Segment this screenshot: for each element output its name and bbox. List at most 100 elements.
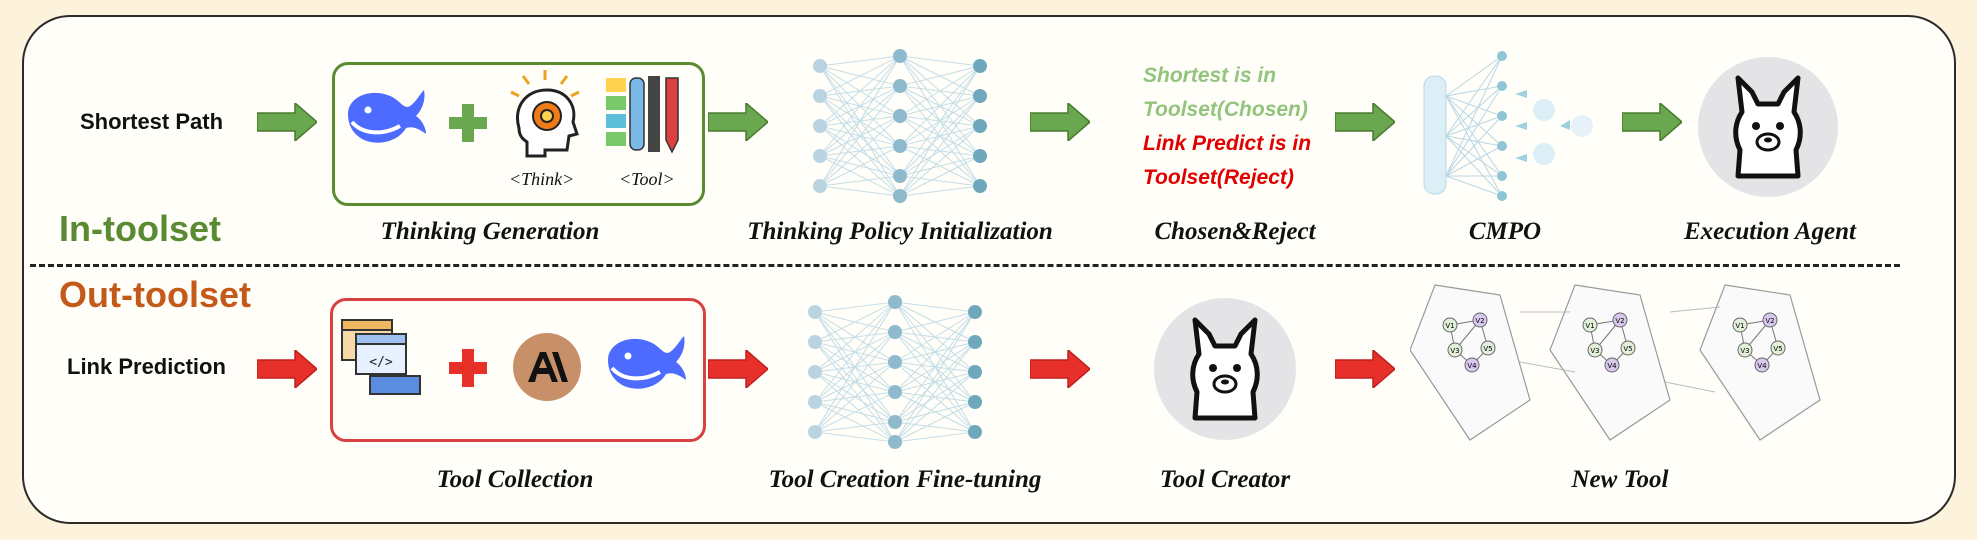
network-node bbox=[888, 325, 902, 339]
llama-icon bbox=[1733, 75, 1803, 179]
graph-node bbox=[1620, 340, 1636, 356]
graph-node-label: V4 bbox=[1607, 362, 1617, 370]
graph-node bbox=[1770, 340, 1786, 356]
graph-node-label: V1 bbox=[1735, 322, 1744, 330]
graph-node bbox=[1604, 357, 1620, 373]
network-node bbox=[973, 149, 987, 163]
plus-icon bbox=[449, 104, 487, 142]
execution-agent-label: Execution Agent bbox=[1683, 218, 1856, 245]
new-tool-label: New Tool bbox=[1571, 466, 1669, 493]
network-node bbox=[893, 189, 907, 203]
network-node bbox=[813, 149, 827, 163]
graph-node-label: V3 bbox=[1590, 347, 1599, 355]
graph-node-label: V4 bbox=[1757, 362, 1767, 370]
graph-node-label: V5 bbox=[1773, 345, 1782, 353]
network-node bbox=[893, 49, 907, 63]
graph-node-label: V5 bbox=[1623, 345, 1632, 353]
arrow-green-2 bbox=[708, 103, 768, 141]
network-node bbox=[968, 425, 982, 439]
deepseek-whale-icon bbox=[348, 90, 426, 143]
network-node bbox=[813, 59, 827, 73]
graph-node bbox=[1612, 312, 1628, 328]
arrow-green-5 bbox=[1622, 103, 1682, 141]
plus-red-icon bbox=[449, 349, 487, 387]
network-node bbox=[888, 415, 902, 429]
graph-node bbox=[1464, 357, 1480, 373]
input-shortest-path: Shortest Path bbox=[80, 109, 224, 134]
network-node bbox=[893, 169, 907, 183]
network-node bbox=[968, 365, 982, 379]
reject-text-1: Link Predict is in bbox=[1143, 132, 1312, 155]
network-node bbox=[808, 305, 822, 319]
network-node bbox=[973, 89, 987, 103]
arrow-red-1 bbox=[257, 350, 317, 388]
fine-tuning-label: Tool Creation Fine-tuning bbox=[768, 466, 1042, 493]
arrow-green-1 bbox=[257, 103, 317, 141]
network-node bbox=[893, 109, 907, 123]
chosen-text-2: Toolset(Chosen) bbox=[1143, 98, 1308, 121]
llama-icon-bottom bbox=[1190, 317, 1260, 421]
graph-node-label: V4 bbox=[1467, 362, 1477, 370]
network-node bbox=[968, 395, 982, 409]
network-node bbox=[893, 139, 907, 153]
graph-node-label: V2 bbox=[1615, 317, 1624, 325]
reject-text-2: Toolset(Reject) bbox=[1143, 166, 1294, 189]
network-node bbox=[808, 335, 822, 349]
think-tag: <Think> bbox=[509, 169, 575, 189]
graph-node bbox=[1442, 317, 1458, 333]
network-node bbox=[888, 385, 902, 399]
arrow-green-3 bbox=[1030, 103, 1090, 141]
cmpo-network-icon bbox=[1423, 51, 1593, 201]
graph-node-label: V1 bbox=[1585, 322, 1594, 330]
graph-node bbox=[1587, 342, 1603, 358]
graph-node bbox=[1582, 317, 1598, 333]
policy-network-icon bbox=[813, 49, 987, 203]
network-node bbox=[888, 435, 902, 449]
tool-tag: <Tool> bbox=[619, 169, 675, 189]
network-node bbox=[808, 395, 822, 409]
arrow-red-3 bbox=[1030, 350, 1090, 388]
network-node bbox=[813, 179, 827, 193]
network-node bbox=[888, 355, 902, 369]
graph-node bbox=[1762, 312, 1778, 328]
cmpo-label: CMPO bbox=[1468, 218, 1542, 245]
network-node bbox=[808, 425, 822, 439]
svg-text:</>: </> bbox=[369, 355, 393, 370]
graph-node bbox=[1754, 357, 1770, 373]
graph-node bbox=[1472, 312, 1488, 328]
chosen-reject-label: Chosen&Reject bbox=[1154, 218, 1316, 245]
network-node bbox=[973, 119, 987, 133]
thinking-head-gear-icon bbox=[510, 70, 580, 158]
tool-collection-label: Tool Collection bbox=[436, 466, 594, 493]
graph-node-label: V2 bbox=[1475, 317, 1484, 325]
fine-tuning-network-icon bbox=[808, 295, 982, 449]
graph-node-label: V1 bbox=[1445, 322, 1454, 330]
graph-node-label: V3 bbox=[1740, 347, 1749, 355]
graph-node-label: V3 bbox=[1450, 347, 1459, 355]
thinking-generation-label: Thinking Generation bbox=[380, 218, 600, 245]
graph-node bbox=[1737, 342, 1753, 358]
network-node bbox=[973, 59, 987, 73]
network-node bbox=[808, 365, 822, 379]
arrow-red-4 bbox=[1335, 350, 1395, 388]
graph-node-label: V2 bbox=[1765, 317, 1774, 325]
network-node bbox=[813, 89, 827, 103]
graph-node-label: V5 bbox=[1483, 345, 1492, 353]
network-node bbox=[968, 335, 982, 349]
section-divider bbox=[30, 264, 1900, 267]
input-link-prediction: Link Prediction bbox=[67, 354, 226, 379]
network-node bbox=[893, 79, 907, 93]
chosen-text-1: Shortest is in bbox=[1143, 64, 1277, 87]
network-node bbox=[968, 305, 982, 319]
arrow-red-2 bbox=[708, 350, 768, 388]
policy-init-label: Thinking Policy Initialization bbox=[747, 218, 1053, 245]
tool-creator-label: Tool Creator bbox=[1159, 466, 1291, 493]
network-node bbox=[973, 179, 987, 193]
graph-node bbox=[1732, 317, 1748, 333]
tools-icon bbox=[606, 76, 679, 154]
network-node bbox=[813, 119, 827, 133]
graph-node bbox=[1447, 342, 1463, 358]
network-node bbox=[888, 295, 902, 309]
out-toolset-label: Out-toolset bbox=[59, 274, 251, 315]
